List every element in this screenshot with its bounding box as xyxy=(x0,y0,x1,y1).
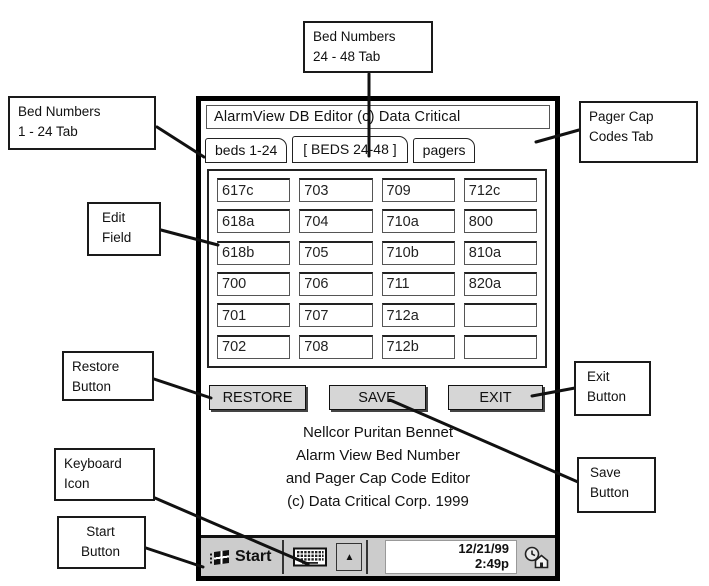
callout-text: Bed Numbers xyxy=(18,104,101,119)
bed-field[interactable] xyxy=(463,271,537,296)
taskbar-divider xyxy=(282,540,285,574)
tab-label: pagers xyxy=(422,142,466,158)
callout-text: 1 - 24 Tab xyxy=(18,124,78,140)
callout-text: Button xyxy=(590,485,630,501)
bed-field[interactable] xyxy=(299,240,373,265)
callout-text: Edit xyxy=(102,210,126,225)
bed-field[interactable] xyxy=(217,178,291,202)
up-arrow-icon: ▲ xyxy=(344,551,355,563)
bed-field[interactable] xyxy=(217,240,291,265)
start-label: Start xyxy=(235,548,272,565)
about-line: (c) Data Critical Corp. 1999 xyxy=(287,493,469,510)
callout-text: Restore xyxy=(72,359,120,374)
callout-text: Codes Tab xyxy=(589,129,654,145)
device-screen: AlarmView DB Editor (c) Data Critical be… xyxy=(196,96,560,581)
about-line: Nellcor Puritan Bennet xyxy=(302,424,454,441)
bed-field[interactable] xyxy=(463,303,537,328)
bed-field[interactable] xyxy=(299,209,373,234)
callout-text: 24 - 48 Tab xyxy=(313,49,381,65)
taskbar: Start ▲ 12/21/99 xyxy=(201,535,555,576)
tray-button[interactable] xyxy=(521,542,551,572)
bed-field[interactable] xyxy=(217,209,291,234)
callout-beds-24-48-tab: Bed Numbers 24 - 48 Tab xyxy=(303,21,433,73)
start-button[interactable]: Start xyxy=(205,541,278,573)
bed-field[interactable] xyxy=(381,303,455,328)
bed-field[interactable] xyxy=(299,334,373,359)
callout-start-button: Start Button xyxy=(57,516,146,569)
callout-text: Button xyxy=(80,544,121,560)
restore-button[interactable]: RESTORE xyxy=(209,385,306,410)
bed-field[interactable] xyxy=(463,209,537,234)
window-titlebar: AlarmView DB Editor (c) Data Critical xyxy=(206,105,550,129)
taskbar-clock: 12/21/99 2:49p xyxy=(385,540,517,574)
input-panel-arrow-button[interactable]: ▲ xyxy=(336,543,363,571)
callout-beds-1-24-tab: Bed Numbers 1 - 24 Tab xyxy=(8,96,156,150)
tab-label: [ BEDS 24-48 ] xyxy=(303,141,397,157)
callout-text: Pager Cap xyxy=(589,109,654,124)
bed-field[interactable] xyxy=(299,271,373,296)
bed-field[interactable] xyxy=(463,178,537,202)
windows-flag-icon xyxy=(214,549,229,565)
callout-restore-button: Restore Button xyxy=(62,351,154,401)
callout-text: Button xyxy=(587,389,627,405)
action-button-row: RESTORE SAVE EXIT xyxy=(209,385,543,412)
clock-time: 2:49p xyxy=(475,556,509,571)
bed-field[interactable] xyxy=(299,303,373,328)
about-text: Nellcor Puritan Bennet Alarm View Bed Nu… xyxy=(201,421,555,513)
callout-pager-cap-codes-tab: Pager Cap Codes Tab xyxy=(579,101,698,163)
bed-field[interactable] xyxy=(463,240,537,265)
bed-field[interactable] xyxy=(217,334,291,359)
bed-field[interactable] xyxy=(381,271,455,296)
bed-field[interactable] xyxy=(381,240,455,265)
tab-beds-1-24[interactable]: beds 1-24 xyxy=(205,138,288,163)
about-line: and Pager Cap Code Editor xyxy=(285,470,471,487)
keyboard-icon xyxy=(293,547,328,567)
callout-text: Icon xyxy=(64,476,90,492)
bed-field[interactable] xyxy=(381,334,455,359)
bed-field[interactable] xyxy=(381,209,455,234)
keyboard-button[interactable] xyxy=(288,542,332,572)
callout-keyboard-icon: Keyboard Icon xyxy=(54,448,155,501)
clock-date: 12/21/99 xyxy=(458,541,509,557)
about-line: Alarm View Bed Number xyxy=(296,447,460,464)
bed-field[interactable] xyxy=(217,271,291,296)
tab-beds-24-48[interactable]: [ BEDS 24-48 ] xyxy=(292,136,408,163)
callout-save-button: Save Button xyxy=(577,457,656,513)
callout-text: Bed Numbers xyxy=(313,29,396,44)
bed-field[interactable] xyxy=(463,334,537,359)
save-button[interactable]: SAVE xyxy=(328,385,426,410)
callout-text: Exit xyxy=(587,369,610,384)
tab-pagers[interactable]: pagers xyxy=(412,138,476,163)
clock-home-icon xyxy=(524,546,548,568)
callout-edit-field: Edit Field xyxy=(87,202,161,256)
callout-text: Button xyxy=(72,379,112,395)
callout-exit-button: Exit Button xyxy=(574,361,651,416)
callout-text: Field xyxy=(102,230,132,246)
connector-start xyxy=(144,546,205,569)
exit-button[interactable]: EXIT xyxy=(448,385,543,410)
tab-bar: beds 1-24 [ BEDS 24-48 ] pagers xyxy=(205,133,476,163)
bed-number-grid xyxy=(207,169,547,368)
window-title: AlarmView DB Editor (c) Data Critical xyxy=(214,109,461,125)
bed-field[interactable] xyxy=(299,178,373,202)
callout-text: Keyboard xyxy=(64,456,122,471)
callout-text: Save xyxy=(590,465,621,480)
callout-text: Start xyxy=(86,524,115,539)
bed-field[interactable] xyxy=(381,178,455,202)
tab-label: beds 1-24 xyxy=(215,142,278,158)
bed-field[interactable] xyxy=(217,303,291,328)
taskbar-divider xyxy=(366,540,369,574)
